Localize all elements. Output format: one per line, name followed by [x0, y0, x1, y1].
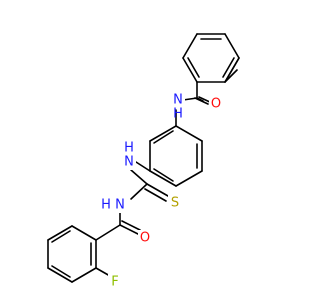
co-double-bond — [119, 224, 139, 235]
cs-double-bond — [146, 183, 169, 197]
nh-link-bond — [135, 161, 151, 172]
aryl-co-bond — [95, 224, 121, 241]
h-label: H — [173, 107, 183, 122]
thiourea-bond — [130, 183, 148, 200]
cs-double-bond — [144, 188, 167, 202]
o-label: O — [211, 97, 221, 112]
h-label: H — [124, 141, 134, 156]
atom-n-thio-upper: N H — [122, 141, 136, 170]
atom-n-amide-top: N H — [171, 92, 185, 122]
fluorophenyl-ring — [47, 225, 97, 283]
atom-f: F — [108, 274, 122, 290]
tolyl-ring — [182, 33, 240, 83]
o-label: O — [140, 231, 150, 246]
h-label: H — [101, 198, 111, 213]
top-amide — [182, 81, 213, 105]
atom-o-bottom: O — [138, 230, 152, 246]
thiourea-bond — [130, 169, 148, 185]
methyl-bond — [224, 57, 240, 83]
methyl-bond — [224, 69, 238, 83]
atom-n-thio-lower: N H — [101, 197, 127, 213]
f-label: F — [111, 275, 118, 290]
atom-s: S — [168, 195, 182, 211]
atom-o-top: O — [209, 96, 223, 112]
s-label: S — [171, 196, 179, 211]
n-label: N — [115, 198, 125, 213]
n-label: N — [173, 93, 183, 108]
molecule-structure: N H O N H S N H O F — [47, 33, 240, 290]
cf-bond — [95, 267, 111, 277]
co-double-bond — [121, 220, 141, 231]
phenylene-ring — [149, 109, 203, 187]
n-label: N — [124, 155, 134, 170]
